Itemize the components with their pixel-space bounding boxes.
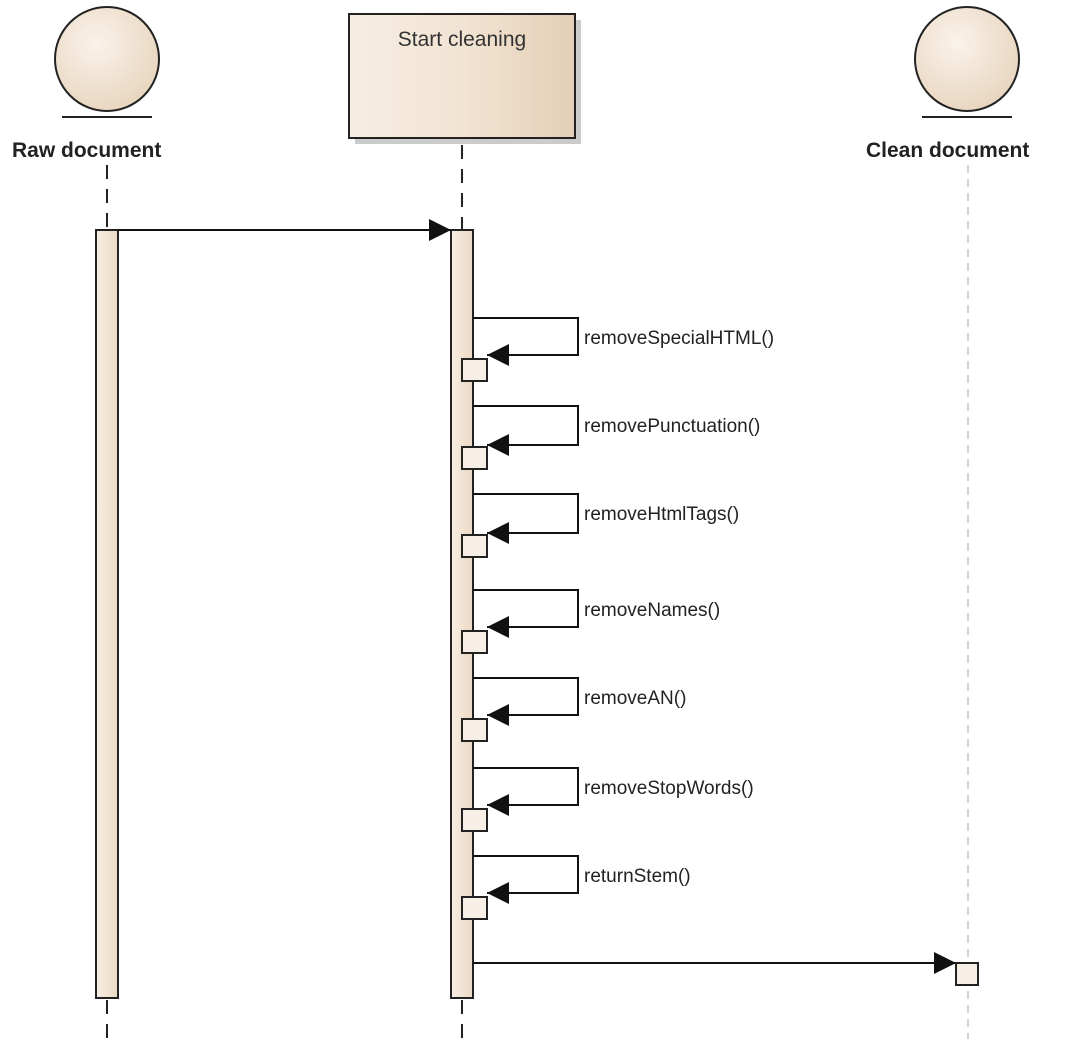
controller-activation-bar [450,229,474,999]
clean-document-label: Clean document [866,139,1030,162]
start-cleaning-box [348,13,581,144]
clean-activation-box [955,962,979,986]
message-label: removeAN() [584,688,687,709]
start-cleaning-label: Start cleaning [397,28,527,51]
self-message-remove-punctuation [461,405,579,470]
raw-document-label: Raw document [12,139,162,162]
self-message-remove-stop-words [461,767,579,832]
self-message-return-stem [461,855,579,920]
self-message-remove-special-html [461,317,579,382]
message-label: removeNames() [584,600,721,621]
lifelines [106,145,969,1039]
self-message-remove-html-tags [461,493,579,558]
raw-activation-bar [95,229,119,999]
self-message-remove-names [461,589,579,654]
clean-document-entity-icon [914,6,1020,118]
message-label: removeSpecialHTML() [584,328,775,349]
raw-document-entity-icon [54,6,160,118]
message-label: removePunctuation() [584,416,761,437]
message-label: returnStem() [584,866,691,887]
message-label: removeHtmlTags() [584,504,740,525]
self-message-remove-an [461,677,579,742]
message-label: removeStopWords() [584,778,754,799]
